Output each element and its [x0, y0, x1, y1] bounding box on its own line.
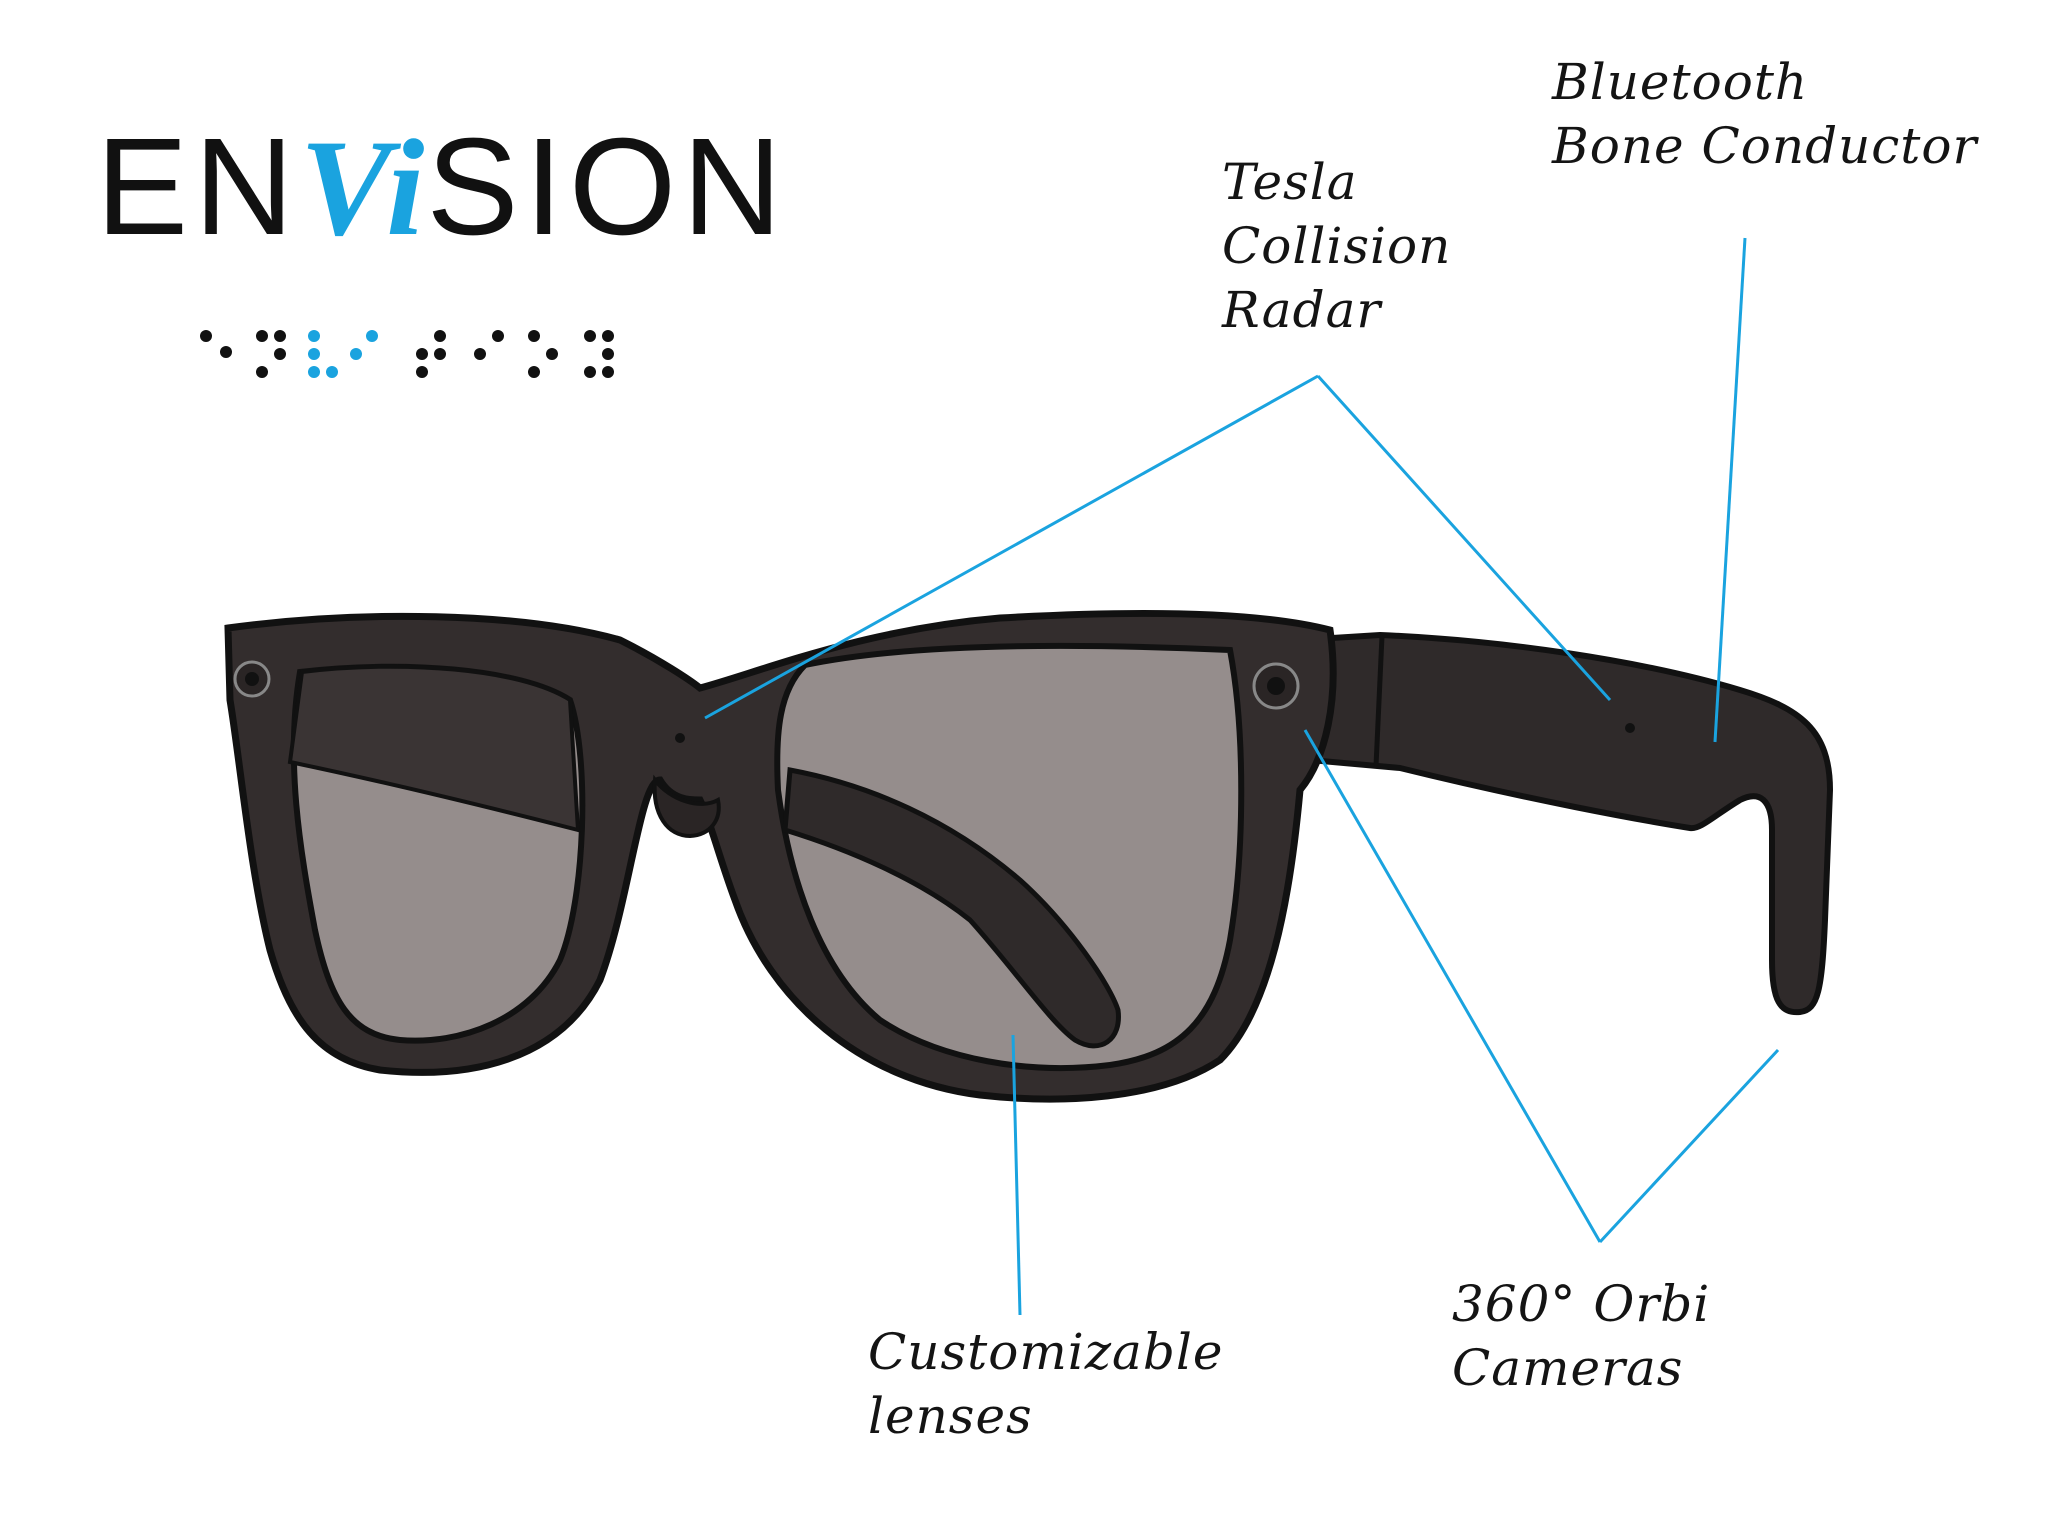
- callout-camera-right: [1303, 729, 1602, 1243]
- braille-icon: [200, 330, 614, 378]
- callout-radar-front: [704, 374, 1319, 720]
- hinge-line: [1373, 635, 1385, 767]
- temple-arm: [1296, 631, 1834, 1016]
- label-bone-conductor: Bluetooth Bone Conductor: [1552, 53, 1978, 175]
- camera-right-icon: [1252, 662, 1300, 710]
- logo-text-end: SION: [426, 110, 788, 264]
- label-lenses: Customizable lenses: [868, 1323, 1224, 1445]
- nose-pad: [652, 774, 721, 839]
- label-cameras: 360° Orbi Cameras: [1452, 1275, 1711, 1397]
- camera-left-icon: [233, 660, 271, 698]
- envision-logo: ENViSION: [96, 118, 788, 257]
- right-lens-arm-shadow: [782, 767, 1121, 1049]
- callout-bluetooth: [1713, 237, 1747, 743]
- right-lens: [774, 642, 1245, 1071]
- logo-text-accent: Vi: [299, 111, 427, 264]
- logo-text-start: EN: [96, 110, 300, 264]
- callout-radar-side: [1316, 374, 1612, 702]
- radar-sensor-side-icon: [1625, 723, 1635, 733]
- left-lens-reflection: [287, 664, 581, 833]
- callout-camera-rear: [1598, 1048, 1780, 1244]
- radar-sensor-front-icon: [675, 733, 685, 743]
- callout-lenses: [1011, 1034, 1022, 1316]
- label-collision-radar: Tesla Collision Radar: [1222, 153, 1452, 339]
- callout-lines: [704, 237, 1780, 1316]
